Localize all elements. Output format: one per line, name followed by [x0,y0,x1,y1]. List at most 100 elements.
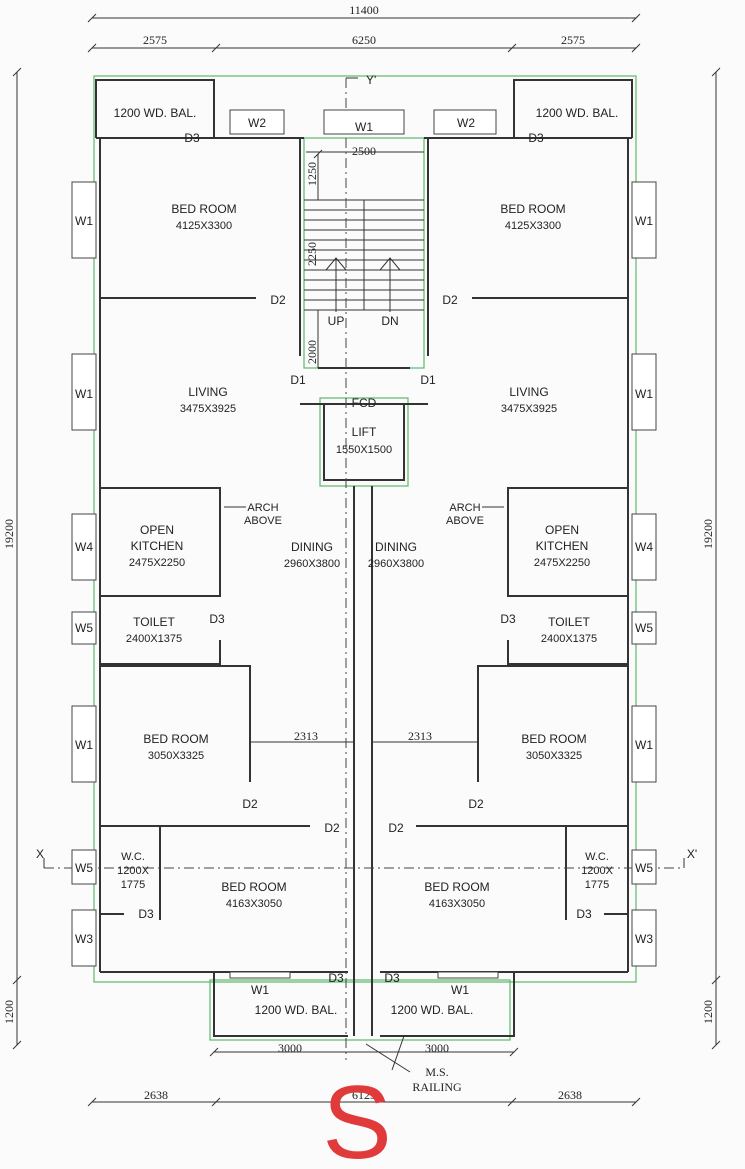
door-label-d2: D2 [270,293,286,307]
dim-side-left-total: 19200 [2,519,16,549]
window-label-w1: W1 [635,738,653,752]
bedroom-1-left-size: 4125X3300 [176,220,232,232]
window-label-w5: W5 [635,861,653,875]
arch-right-line1: ARCH [449,502,480,514]
bedroom-3-left-size: 4163X3050 [226,898,282,910]
window-label-w1: W1 [635,214,653,228]
wc-left-line2: 1200X [117,865,149,877]
window-label-w2: W2 [457,116,475,130]
dim-corridor-right: 2313 [408,729,432,743]
window-label-w1: W1 [75,738,93,752]
wc-right-line2: 1200X [581,865,613,877]
kitchen-right-size: 2475X2250 [534,557,590,569]
dim-bal-right: 3000 [425,1041,449,1055]
arch-right-line2: ABOVE [446,515,484,527]
door-label-d3: D3 [528,131,544,145]
dim-top-left: 2575 [143,33,167,47]
window-label-w1: W1 [75,387,93,401]
dim-stair-2250: 2250 [305,242,319,266]
door-label-d3: D3 [328,971,344,985]
window-label-w1: W1 [635,387,653,401]
toilet-left-size: 2400X1375 [126,633,182,645]
door-label-d2: D2 [468,797,484,811]
arch-left-line2: ABOVE [244,515,282,527]
window-label-w1: W1 [251,983,269,997]
dining-left-size: 2960X3800 [284,558,340,570]
axis-x-right-label: X' [687,847,697,861]
door-label-d2: D2 [442,293,458,307]
window-label-w4: W4 [635,540,653,554]
door-label-d3: D3 [384,971,400,985]
living-left-size: 3475X3925 [180,403,236,415]
bedroom-2-right-name: BED ROOM [521,732,586,746]
railing-line2: RAILING [412,1080,462,1094]
window-label-w3: W3 [75,932,93,946]
bedroom-1-right-size: 4125X3300 [505,220,561,232]
railing-line1: M.S. [425,1065,448,1079]
window-label-w3: W3 [635,932,653,946]
window-label-w4: W4 [75,540,93,554]
bedroom-3-right-name: BED ROOM [424,880,489,894]
dim-bal-left: 3000 [278,1041,302,1055]
dim-side-right-total: 19200 [701,519,715,549]
lift-size: 1550X1500 [336,444,392,456]
window-label-w5: W5 [635,621,653,635]
window-label-w1: W1 [451,983,469,997]
dim-stair-width: 2500 [352,144,376,158]
dining-left-name: DINING [291,540,333,554]
axis-x-left-label: X [36,847,44,861]
section-axes [43,77,685,1060]
kitchen-right-line1: OPEN [545,523,579,537]
kitchen-right-line2: KITCHEN [536,539,589,553]
lift-name: LIFT [352,425,377,439]
dim-side-left-bal: 1200 [2,1000,16,1024]
window-label-w1: W1 [75,214,93,228]
door-label-d3: D3 [184,131,200,145]
kitchen-left-line2: KITCHEN [131,539,184,553]
toilet-left-name: TOILET [133,615,175,629]
wc-left-line3: 1775 [121,879,145,891]
kitchen-left-line1: OPEN [140,523,174,537]
interior-walls [100,138,628,920]
bedroom-2-left-name: BED ROOM [143,732,208,746]
door-label-d2: D2 [388,821,404,835]
dim-top-mid: 6250 [352,33,376,47]
dim-bottom-right: 2638 [558,1088,582,1102]
dim-bottom-mid: 6125 [352,1088,376,1102]
balcony-bottom-right-label: 1200 WD. BAL. [391,1003,474,1017]
door-label-d2: D2 [242,797,258,811]
fcd-label: FCD [352,396,377,410]
bedroom-2-right-size: 3050X3325 [526,750,582,762]
bedroom-3-left-name: BED ROOM [221,880,286,894]
door-label-d2: D2 [324,821,340,835]
wc-left-line1: W.C. [121,851,145,863]
top-dimension-lines [87,13,641,53]
bedroom-1-left-name: BED ROOM [171,202,236,216]
dim-bottom-left: 2638 [144,1088,168,1102]
door-label-d3: D3 [500,612,516,626]
dim-side-right-bal: 1200 [701,1000,715,1024]
window-label-w5: W5 [75,621,93,635]
door-label-d1: D1 [290,373,306,387]
stair-up-label: UP [328,314,345,328]
living-right-name: LIVING [509,385,548,399]
dining-right-name: DINING [375,540,417,554]
exterior-walls [95,79,633,1037]
balcony-top-right-label: 1200 WD. BAL. [536,106,619,120]
window-label-w2: W2 [248,116,266,130]
living-right-size: 3475X3925 [501,403,557,415]
dim-top-total: 11400 [349,3,379,17]
living-left-name: LIVING [188,385,227,399]
balcony-bottom-left-label: 1200 WD. BAL. [255,1003,338,1017]
arch-left-line1: ARCH [247,502,278,514]
door-label-d3: D3 [138,907,154,921]
toilet-right-size: 2400X1375 [541,633,597,645]
wc-right-line1: W.C. [585,851,609,863]
dim-stair-1250: 1250 [305,162,319,186]
bedroom-3-right-size: 4163X3050 [429,898,485,910]
door-label-d1: D1 [420,373,436,387]
toilet-right-name: TOILET [548,615,590,629]
side-dimension-lines [12,67,721,1050]
